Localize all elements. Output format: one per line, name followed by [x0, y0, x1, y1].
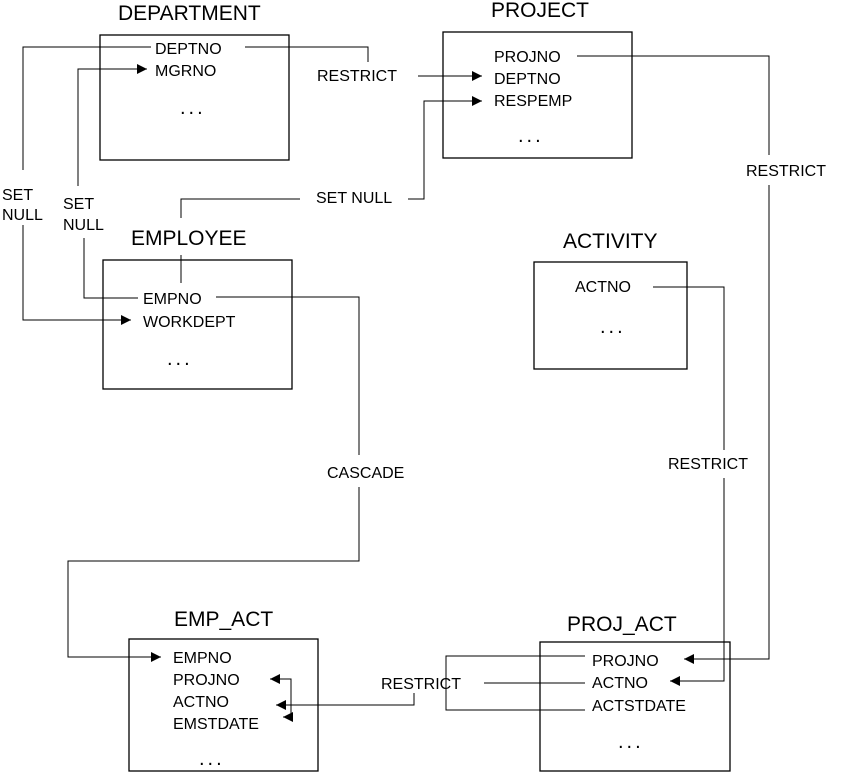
rule-label-set: SET: [2, 187, 33, 204]
relation-employee-to-project: SET NULL: [180, 96, 482, 283]
project-box: [442, 31, 633, 159]
relation-dept-to-employee: SET NULL: [2, 46, 151, 325]
connector-arrow: [684, 185, 770, 664]
project-field-projno: PROJNO: [494, 49, 561, 66]
relation-employee-to-empact: CASCADE: [67, 296, 404, 662]
relation-activity-to-projact: RESTRICT: [653, 286, 748, 686]
rule-label: CASCADE: [327, 465, 404, 482]
connector-line: [577, 55, 770, 155]
activity-box: [533, 261, 688, 370]
proj-act-title: PROJ_ACT: [567, 613, 677, 636]
activity-more: ...: [600, 316, 626, 338]
project-title: PROJECT: [491, 0, 589, 22]
project-more: ...: [518, 125, 544, 147]
connector-arrow: [67, 487, 360, 662]
connector-line: [216, 296, 360, 455]
connector-arrow-projno: [270, 674, 292, 705]
emp-act-title: EMP_ACT: [174, 608, 273, 631]
rule-label: RESTRICT: [317, 68, 397, 85]
employee-more: ...: [167, 348, 193, 370]
proj-act-field-actno: ACTNO: [592, 675, 648, 692]
rule-label-null: NULL: [63, 217, 104, 234]
department-more: ...: [180, 97, 206, 119]
connector-arrow: [22, 225, 131, 325]
relation-employee-to-dept-mgr: SET NULL: [63, 64, 147, 299]
department-box: [99, 34, 290, 161]
emp-act-more: ...: [199, 748, 225, 770]
project-field-deptno: DEPTNO: [494, 71, 561, 88]
rule-label: RESTRICT: [381, 676, 461, 693]
emp-act-field-empno: EMPNO: [173, 650, 232, 667]
connector-line: [245, 46, 369, 62]
emp-act-field-projno: PROJNO: [173, 672, 240, 689]
connector-line: [22, 46, 151, 170]
activity-title: ACTIVITY: [563, 230, 658, 253]
proj-act-field-projno: PROJNO: [592, 653, 659, 670]
emp-act-field-emstdate: EMSTDATE: [173, 716, 259, 733]
connector-arrow: [408, 96, 482, 200]
rule-label: RESTRICT: [746, 163, 826, 180]
department-title: DEPARTMENT: [118, 2, 261, 25]
connector-bracket: [445, 655, 585, 711]
project-field-respemp: RESPEMP: [494, 93, 572, 110]
department-field-deptno: DEPTNO: [155, 41, 222, 58]
relation-project-to-projact: RESTRICT: [577, 55, 826, 664]
activity-field-actno: ACTNO: [575, 279, 631, 296]
rule-label-null: NULL: [2, 207, 43, 224]
connector-line: [653, 286, 725, 450]
activity-table: ACTIVITY ACTNO ...: [533, 230, 688, 370]
rule-label: RESTRICT: [668, 456, 748, 473]
employee-table: EMPLOYEE EMPNO WORKDEPT ...: [102, 227, 293, 390]
employee-field-empno: EMPNO: [143, 291, 202, 308]
emp-act-table: EMP_ACT EMPNO PROJNO ACTNO EMSTDATE ...: [128, 608, 319, 772]
proj-act-more: ...: [618, 731, 644, 753]
relation-dept-to-project: RESTRICT: [245, 46, 482, 85]
emp-act-field-actno: ACTNO: [173, 694, 229, 711]
rule-label-set: SET: [63, 196, 94, 213]
connector-arrow: [276, 693, 415, 710]
department-field-mgrno: MGRNO: [155, 63, 216, 80]
employee-title: EMPLOYEE: [131, 227, 247, 250]
connector-line: [180, 198, 300, 218]
connector-line: [83, 238, 138, 299]
employee-field-workdept: WORKDEPT: [143, 314, 236, 331]
employee-box: [102, 259, 293, 390]
connector-arrow: [670, 478, 725, 686]
proj-act-table: PROJ_ACT PROJNO ACTNO ACTSTDATE ...: [539, 613, 731, 772]
connector-arrow-emstdate: [283, 705, 293, 722]
project-table: PROJECT PROJNO DEPTNO RESPEMP ...: [442, 0, 633, 159]
proj-act-box: [539, 641, 731, 772]
proj-act-field-actstdate: ACTSTDATE: [592, 698, 686, 715]
department-table: DEPARTMENT DEPTNO MGRNO ...: [99, 2, 290, 161]
rule-label: SET NULL: [316, 190, 392, 207]
connector-arrow: [77, 64, 147, 186]
relation-projact-to-empact: RESTRICT: [270, 655, 585, 722]
